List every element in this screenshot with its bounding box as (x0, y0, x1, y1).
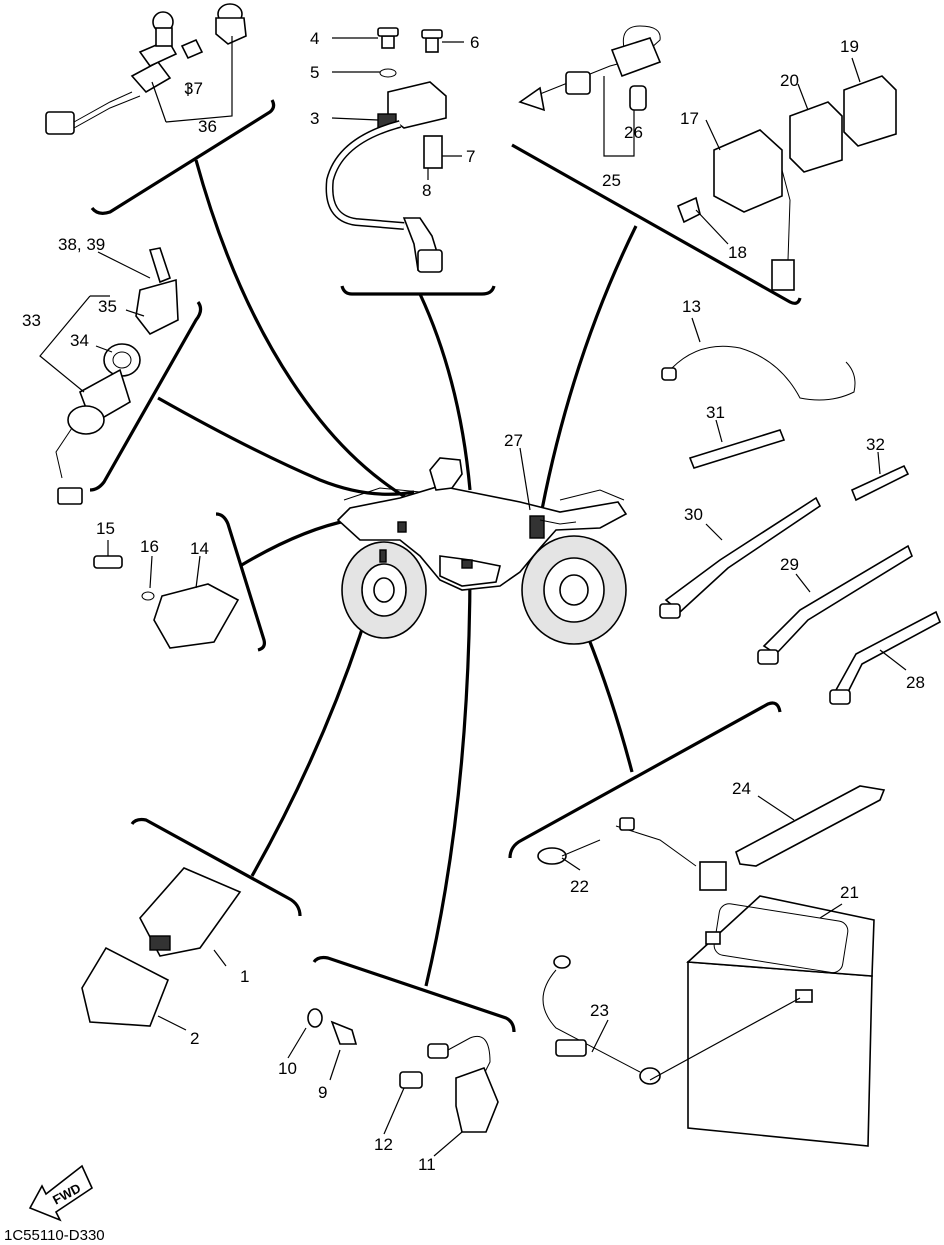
callout-10: 10 (278, 1059, 297, 1078)
main-switch-parts (55, 247, 179, 505)
callout-3: 3 (310, 109, 319, 128)
battery-parts (537, 785, 886, 1147)
atv-illustration (336, 457, 628, 645)
callout-12: 12 (374, 1135, 393, 1154)
caps-36-37-part (45, 3, 247, 135)
callout-5: 5 (310, 63, 319, 82)
callout-labels: 1 2 3 4 5 6 7 8 9 10 11 12 13 14 15 16 1… (22, 29, 925, 1174)
callout-35: 35 (98, 297, 117, 316)
callout-14: 14 (190, 539, 209, 558)
callout-24: 24 (732, 779, 751, 798)
group-brackets (89, 99, 802, 1033)
callout-38-39: 38, 39 (58, 235, 105, 254)
callout-9: 9 (318, 1083, 327, 1102)
callout-15: 15 (96, 519, 115, 538)
callout-2: 2 (190, 1029, 199, 1048)
diagram-code: 1C55110-D330 (4, 1227, 105, 1244)
callout-27: 27 (504, 431, 523, 450)
ignition-coil-part (325, 27, 447, 273)
callout-32: 32 (866, 435, 885, 454)
callout-33: 33 (22, 311, 41, 330)
callout-8: 8 (422, 181, 431, 200)
callout-25: 25 (602, 171, 621, 190)
callout-13: 13 (682, 297, 701, 316)
callout-16: 16 (140, 537, 159, 556)
callout-20: 20 (780, 71, 799, 90)
callout-6: 6 (470, 33, 479, 52)
callout-11: 11 (418, 1155, 436, 1174)
callout-22: 22 (570, 877, 589, 896)
cdi-unit-parts (81, 867, 242, 1027)
callout-4: 4 (310, 29, 319, 48)
callout-34: 34 (70, 331, 89, 350)
pickup-coil-parts (307, 1008, 499, 1133)
callout-17: 17 (680, 109, 699, 128)
accessory-parts (659, 345, 942, 705)
callout-18: 18 (728, 243, 747, 262)
callout-36: 36 (198, 117, 217, 136)
callout-31: 31 (706, 403, 725, 422)
fwd-arrow-icon: FWD (28, 1164, 94, 1222)
callout-26: 26 (624, 123, 643, 142)
callout-23: 23 (590, 1001, 609, 1020)
callout-1: 1 (240, 967, 249, 986)
callout-21: 21 (840, 883, 859, 902)
callout-19: 19 (840, 37, 859, 56)
callout-37: 37 (184, 79, 203, 98)
callout-leaders (39, 36, 907, 1157)
callout-7: 7 (466, 147, 475, 166)
callout-30: 30 (684, 505, 703, 524)
rectifier-parts (93, 555, 240, 649)
relay-group-parts (518, 25, 897, 291)
callout-28: 28 (906, 673, 925, 692)
callout-29: 29 (780, 555, 799, 574)
